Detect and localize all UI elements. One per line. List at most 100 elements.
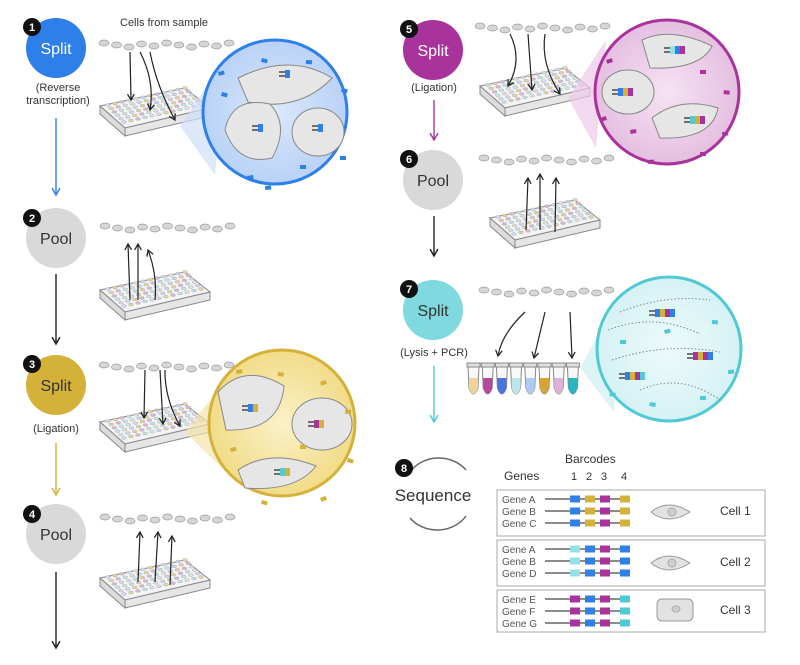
plate-well	[574, 210, 581, 214]
plate-well	[522, 87, 529, 91]
plate-well	[536, 92, 542, 96]
tube-liquid	[511, 378, 521, 394]
barcode-segment	[585, 595, 595, 603]
plate-well	[515, 89, 522, 93]
barcode-segment	[630, 372, 635, 380]
plate-well	[114, 585, 121, 589]
plate-well	[132, 586, 138, 590]
plate-well	[140, 95, 146, 99]
plate-well	[174, 288, 180, 292]
plate-well	[171, 573, 177, 577]
floating-barcode	[341, 88, 348, 94]
plate-well	[121, 112, 128, 116]
barcode-number-4: 4	[621, 471, 627, 483]
barcode-segment	[600, 507, 610, 515]
plate-well	[119, 416, 125, 420]
plate-well	[164, 410, 170, 414]
barcode-segment	[695, 116, 700, 124]
barcode-segment	[585, 607, 595, 615]
plate-well	[129, 102, 135, 106]
plate-well	[125, 431, 131, 435]
barcode-segment	[698, 352, 703, 360]
floating-barcode	[700, 152, 706, 156]
plate-well	[555, 67, 561, 71]
cell-label-1: Cell 1	[720, 504, 751, 518]
plate-well	[139, 584, 145, 588]
step-1-sub-line2: transcription)	[26, 95, 90, 107]
sample-cell	[491, 156, 502, 164]
arrow-step2	[124, 242, 133, 301]
sample-cell	[149, 225, 161, 233]
step-2-label: Pool	[40, 231, 72, 248]
zoom-beam	[568, 40, 606, 148]
plate-well	[572, 198, 578, 202]
plate-well	[529, 216, 536, 220]
barcode-segment	[600, 619, 610, 627]
plate-well	[533, 80, 540, 84]
arrow-step1	[126, 51, 135, 102]
plate-well	[164, 418, 170, 422]
barcode-segment	[660, 309, 665, 317]
floating-barcode	[265, 185, 272, 190]
step-2: Pool 2	[23, 208, 86, 268]
plate-well	[540, 209, 546, 213]
sample-cell	[541, 286, 552, 294]
sample-cell	[516, 155, 527, 163]
plate-well	[498, 97, 504, 101]
zoom-step7	[595, 275, 743, 423]
arrow-step2	[146, 248, 157, 301]
plate-well	[520, 75, 526, 79]
sample-cell	[173, 363, 185, 371]
barcode-segment	[665, 309, 670, 317]
plate-well	[139, 296, 145, 300]
plate-well	[108, 106, 114, 110]
plate-well	[133, 97, 139, 101]
plate-well	[114, 113, 121, 117]
plate-well	[139, 112, 145, 116]
plate-well	[178, 99, 184, 103]
sample-cell	[199, 514, 211, 522]
plate-well	[140, 279, 146, 283]
plate-well	[146, 294, 152, 298]
plate-well	[571, 215, 577, 219]
sample-cell	[123, 365, 135, 373]
barcode-segment	[318, 124, 323, 132]
arrow-step5	[507, 33, 517, 88]
sample-cell	[112, 224, 123, 232]
sample-cell	[136, 362, 147, 370]
plate-well	[129, 110, 135, 114]
plate-well	[178, 283, 184, 287]
plate-well	[157, 288, 163, 292]
sample-cell	[161, 361, 172, 369]
barcode-segment	[285, 468, 290, 476]
plate-well	[143, 99, 149, 103]
plate-well	[540, 87, 546, 91]
plate-well	[126, 414, 132, 418]
step-4-label: Pool	[40, 527, 72, 544]
plate-well	[143, 423, 149, 427]
plate-well	[519, 92, 525, 96]
sample-cell	[136, 40, 147, 48]
plate-well	[178, 563, 184, 567]
plate-well	[533, 89, 539, 93]
sample-cell	[578, 287, 590, 295]
plate-well	[561, 74, 568, 78]
lysed-membrane	[607, 321, 701, 335]
sample-cell	[524, 25, 536, 33]
plate-well	[105, 103, 111, 107]
plate-well	[588, 215, 594, 219]
step-4: Pool 4	[23, 504, 86, 564]
plate-well	[160, 283, 167, 287]
plate-well	[571, 76, 578, 80]
sample-cell	[503, 158, 515, 166]
plate-well	[505, 217, 511, 221]
pcr-tube	[466, 362, 481, 395]
barcode-segment	[585, 545, 595, 553]
plate-well	[515, 219, 522, 223]
construct-blue	[279, 70, 290, 78]
plate-well	[114, 429, 121, 433]
barcode-segment	[570, 495, 580, 503]
plate-well	[564, 216, 570, 220]
cell-icon-2	[650, 555, 691, 571]
plate-well	[174, 576, 180, 580]
